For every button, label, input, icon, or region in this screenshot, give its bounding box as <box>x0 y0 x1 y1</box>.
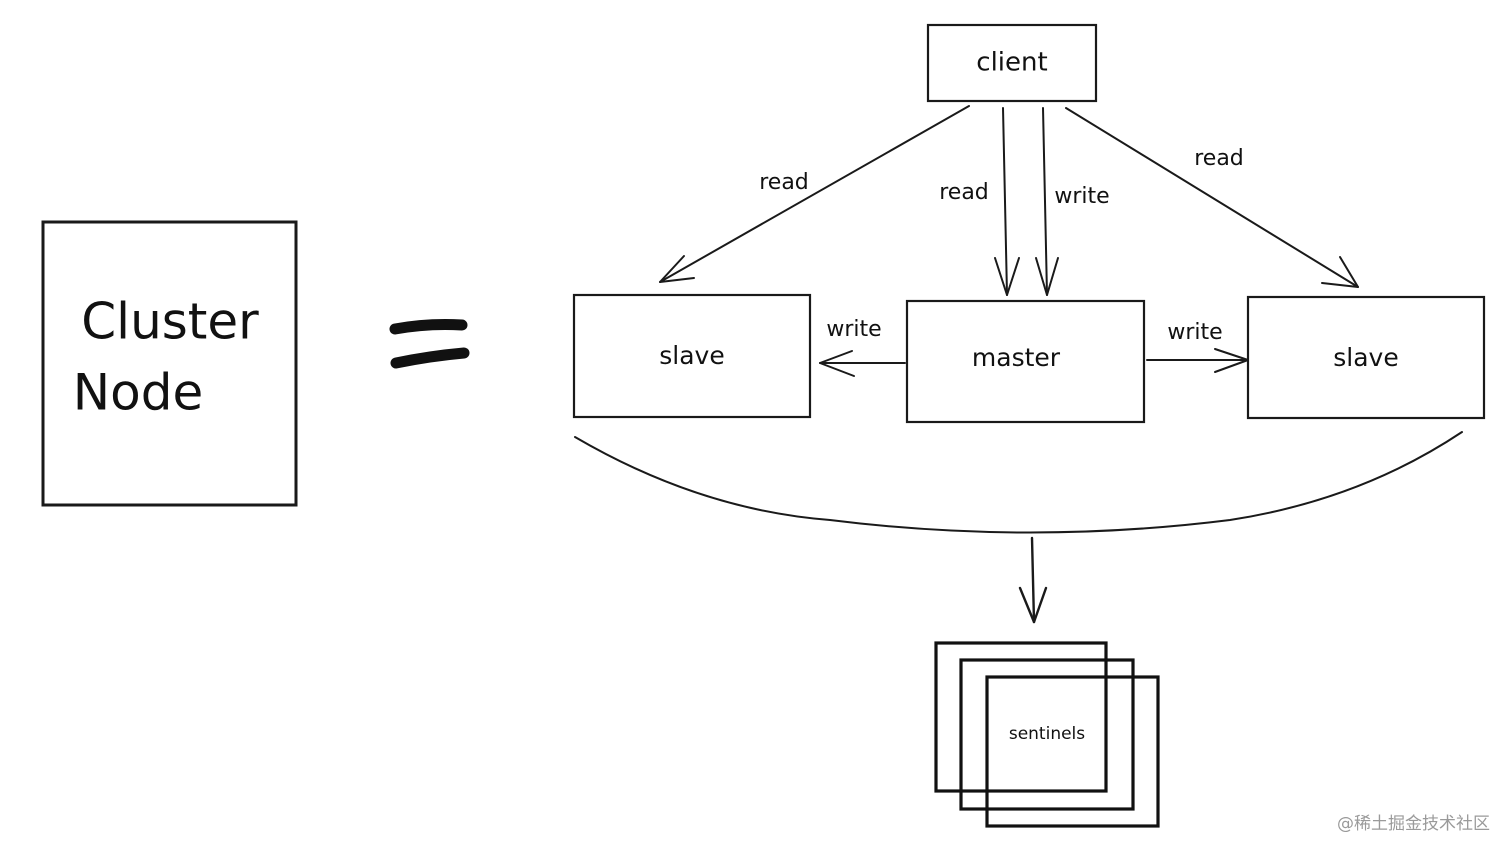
group-curve <box>574 431 1463 534</box>
edge-client-to-slave-left <box>659 105 970 283</box>
edge-label-client-slave-left: read <box>759 170 809 195</box>
client-node: client <box>926 23 1098 103</box>
master-label: master <box>972 343 1061 372</box>
cluster-node-label-line2: Node <box>73 364 204 422</box>
edge-label-master-slave-left: write <box>826 317 881 342</box>
edge-master-to-slave-left <box>819 350 906 377</box>
slave-left-node: slave <box>572 293 812 419</box>
slave-left-label: slave <box>659 341 724 370</box>
sentinels-node: sentinels <box>934 641 1160 828</box>
equals-sign <box>389 319 470 369</box>
edge-label-master-slave-right: write <box>1167 320 1222 345</box>
edge-client-to-master-write <box>1035 107 1059 296</box>
edge-label-client-master-read: read <box>939 180 989 205</box>
edge-client-to-master-read <box>994 107 1020 296</box>
master-node: master <box>905 299 1146 424</box>
edge-label-client-slave-right: read <box>1194 146 1244 171</box>
cluster-node: Cluster Node <box>41 220 298 507</box>
slave-right-node: slave <box>1246 295 1486 420</box>
cluster-node-label-line1: Cluster <box>81 293 259 351</box>
watermark-text: @稀土掘金技术社区 <box>1337 814 1490 834</box>
slave-right-label: slave <box>1333 343 1398 372</box>
sentinels-label: sentinels <box>1009 724 1085 744</box>
edge-group-to-sentinels <box>1018 536 1048 624</box>
client-label: client <box>976 48 1047 78</box>
edge-label-client-master-write: write <box>1054 184 1109 209</box>
edge-master-to-slave-right <box>1146 348 1249 373</box>
edge-client-to-slave-right <box>1065 107 1359 288</box>
